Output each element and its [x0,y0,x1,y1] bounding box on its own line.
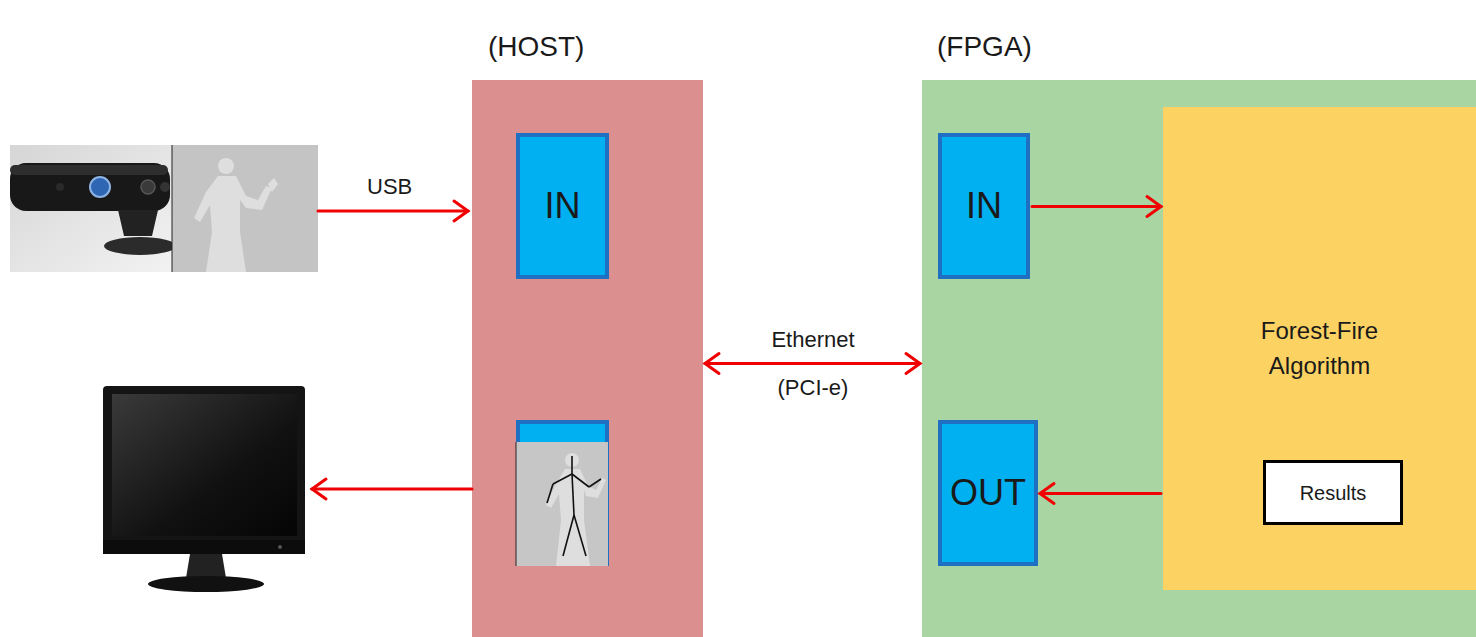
arrow-head [705,354,719,374]
box-label: Forest-Fire Algorithm [1240,314,1400,384]
monitor-picture [103,386,305,592]
fpga-panel: (FPGA)INOUTForest-Fire AlgorithmResults [922,80,1476,637]
interface-label: USB [367,174,412,200]
algorithm-block: Forest-Fire AlgorithmResults [1163,107,1476,590]
kinect-photo [10,145,176,272]
host-panel: (HOST)IN [472,80,703,637]
box-label: IN [545,184,581,227]
arrow-head [1147,197,1161,217]
usb-arrow [318,201,468,221]
arrow-head [1040,484,1054,504]
box-label: OUT [950,471,1026,514]
data-link-arrow [705,354,920,374]
data-link-arrow [1040,484,1161,504]
results-box: Results [1263,460,1403,525]
data-link-arrow [1032,197,1161,217]
panel-heading: (FPGA) [922,30,1476,64]
skeleton-output [516,422,608,566]
arrow-shaft [1040,492,1161,495]
arrow-head [906,354,920,374]
arrow-shaft [1032,205,1161,208]
input-buffer-box: IN [938,133,1030,279]
link-label: Ethernet (PCI-e) [753,316,873,412]
depth-image [172,145,318,272]
display-arrow [312,479,472,499]
output-buffer-box: OUT [938,420,1038,566]
panel-heading: (HOST) [472,30,703,64]
box-label: Results [1300,481,1367,505]
arrow-shaft [705,362,920,365]
box-label: IN [966,184,1002,227]
input-buffer-box: IN [516,133,609,279]
